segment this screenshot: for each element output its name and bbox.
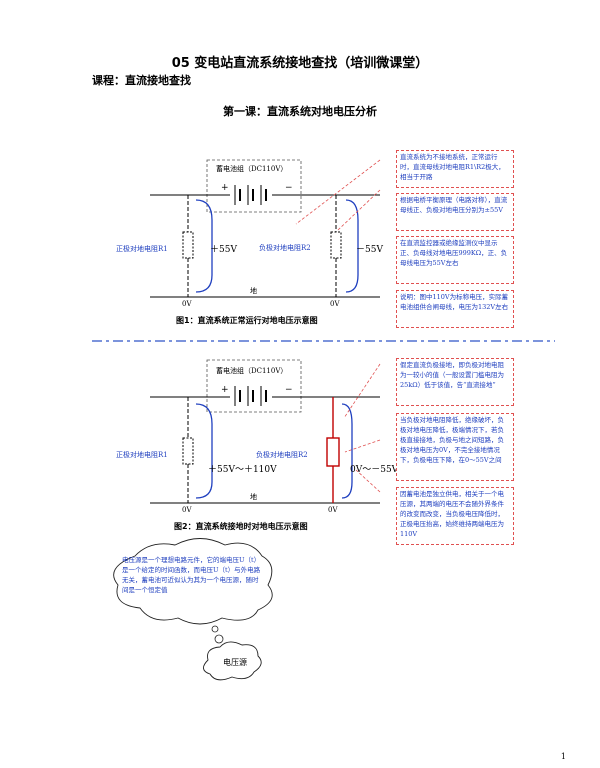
fig2-r1-body [182, 437, 194, 465]
fig1-pos-voltage: ＋55V [210, 245, 237, 255]
fig1-neg-voltage: －55V [356, 245, 383, 255]
fig1-minus-sign: − [285, 183, 293, 193]
fig2-note-3: 因蓄电池是独立供电，相关于一个电压源，其两端的电压不会随外界条件的改变而改变，当… [396, 487, 514, 545]
fig2-r2-label: 负极对地电阻R2 [256, 451, 308, 459]
fig2-pos-voltage-arc [195, 403, 213, 499]
fig1-note-4: 说明：图中110V为标称电压，实际蓄电池组供合闸母线，电压为132V左右 [396, 290, 514, 328]
fig1-plus-sign: + [221, 183, 229, 193]
fig2-battery-cells [234, 386, 267, 406]
fig1-battery-box [206, 159, 302, 213]
lesson-heading: 第一课：直流系统对地电压分析 [223, 105, 377, 118]
fig1-ground-label: 地 [250, 287, 257, 295]
fig2-plus-sign: + [221, 385, 229, 395]
fig2-ground-label: 地 [250, 493, 257, 501]
page-number: 1 [560, 752, 566, 761]
fig2-r2-body [326, 437, 340, 467]
fig1-battery-label: 蓄电池组（DC110V） [216, 165, 288, 173]
fig1-note-3: 在直流监控器或绝缘监测仪中显示正、负母线对地电压999KΩ，正、负母线电压为55… [396, 236, 514, 284]
fig2-battery-label: 蓄电池组（DC110V） [216, 367, 288, 375]
fig2-r1-label: 正极对地电阻R1 [116, 451, 168, 459]
fig2-battery-box [206, 359, 302, 413]
fig1-neg-voltage-arc [345, 199, 359, 293]
fig1-r1-label: 正极对地电阻R1 [116, 245, 168, 253]
course-label: 课程：直流接地查找 [92, 74, 191, 87]
fig1-zero-right: 0V [330, 300, 340, 308]
fig1-battery-cells [234, 185, 267, 205]
fig1-note-2: 根据电桥平衡原理（电路对称），直流母线正、负极对地电压分别为±55V [396, 193, 514, 231]
thought-cloud [113, 538, 273, 625]
fig1-r1-body [182, 231, 194, 259]
fig2-note-2: 当负极对地电阻降低，绝缘破坏，负极对地电压降低，极端情况下，若负极直接接地，负极… [396, 413, 514, 481]
fig2-pos-voltage: ＋55V～＋110V [208, 465, 277, 475]
fig2-note-1: 假定直流负极接地，即负极对地电阻为一较小的值（一般设置门槛电阻为25kΩ）低于该… [396, 358, 514, 406]
page-title: 05 变电站直流系统接地查找（培训微课堂） [171, 56, 429, 71]
fig2-minus-sign: − [285, 385, 293, 395]
cloud-text: 电压源是一个理想电路元件，它的端电压U（t）是一个给定的时间函数，而电压U（t）… [122, 556, 261, 594]
cloud-label: 电压源 [223, 658, 247, 667]
fig2-zero-left: 0V [182, 506, 192, 514]
fig2-neg-voltage: 0V～－55V [350, 465, 399, 475]
fig1-pos-voltage-arc [195, 199, 213, 293]
fig1-zero-left: 0V [182, 300, 192, 308]
small-cloud [203, 641, 262, 681]
fig1-r2-body [330, 231, 342, 259]
fig2-zero-right: 0V [328, 506, 338, 514]
fig1-r2-label: 负极对地电阻R2 [259, 244, 311, 252]
fig2-caption: 图2：直流系统接地时对地电压示意图 [174, 522, 308, 531]
fig2-neg-voltage-arc [341, 403, 353, 499]
fig1-caption: 图1：直流系统正常运行对地电压示意图 [176, 316, 318, 325]
fig1-note-1: 直流系统为不接地系统，正常运行时，直流母线对地电阻R1\R2极大，相当于开路 [396, 150, 514, 188]
